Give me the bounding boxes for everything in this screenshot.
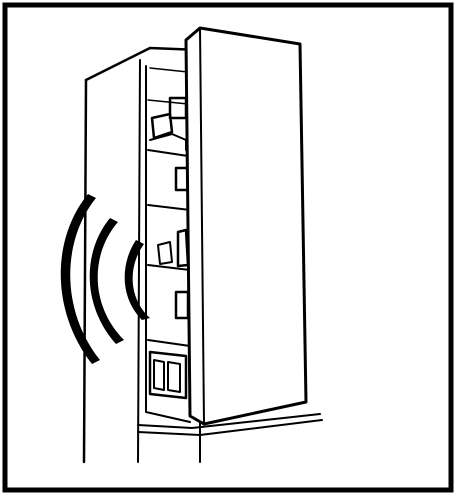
open-door-icon [186,28,306,424]
